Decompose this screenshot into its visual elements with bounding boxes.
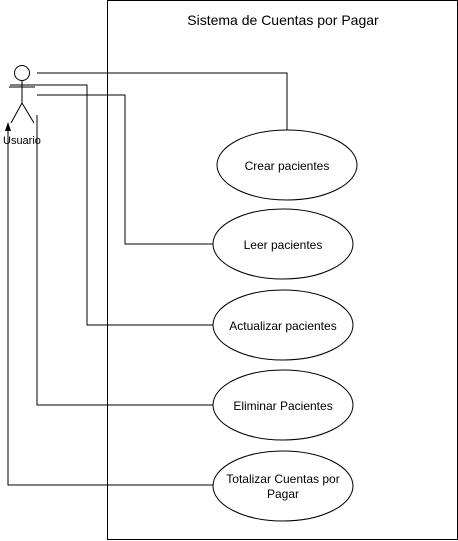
connector-crear (37, 72, 288, 130)
use-case-ellipse (212, 208, 354, 280)
use-case-label: Crear pacientes (245, 159, 330, 173)
use-case-label-line-1: Totalizar Cuentas por (226, 472, 339, 486)
use-case-label: Actualizar pacientes (229, 319, 336, 333)
use-case-ellipse (212, 369, 354, 441)
use-case-ellipse (212, 289, 354, 361)
use-case-leer: Leer pacientes (212, 208, 354, 280)
connector-totalizar-arrowhead (5, 122, 11, 131)
use-case-label: Leer pacientes (244, 238, 323, 252)
use-case-crear: Crear pacientes (216, 129, 358, 201)
actor-figure (9, 65, 35, 124)
system-title: Sistema de Cuentas por Pagar (187, 12, 379, 28)
connector-totalizar (7, 126, 213, 486)
actor-leg-left (10, 102, 23, 124)
use-case-totalizar: Totalizar Cuentas por Pagar (212, 450, 354, 522)
actor-label: Usuario (3, 135, 41, 147)
use-case-actualizar: Actualizar pacientes (212, 289, 354, 361)
actor-leg-right (21, 102, 35, 124)
use-case-label: Eliminar Pacientes (233, 399, 332, 413)
use-case-eliminar: Eliminar Pacientes (212, 369, 354, 441)
use-case-ellipse (216, 129, 358, 201)
use-case-label-line-2: Pagar (267, 487, 299, 501)
use-case-ellipse (212, 450, 354, 522)
connector-leer (37, 94, 213, 245)
connector-eliminar (36, 115, 213, 406)
actor-head (14, 65, 30, 81)
connector-actualizar (10, 84, 213, 326)
